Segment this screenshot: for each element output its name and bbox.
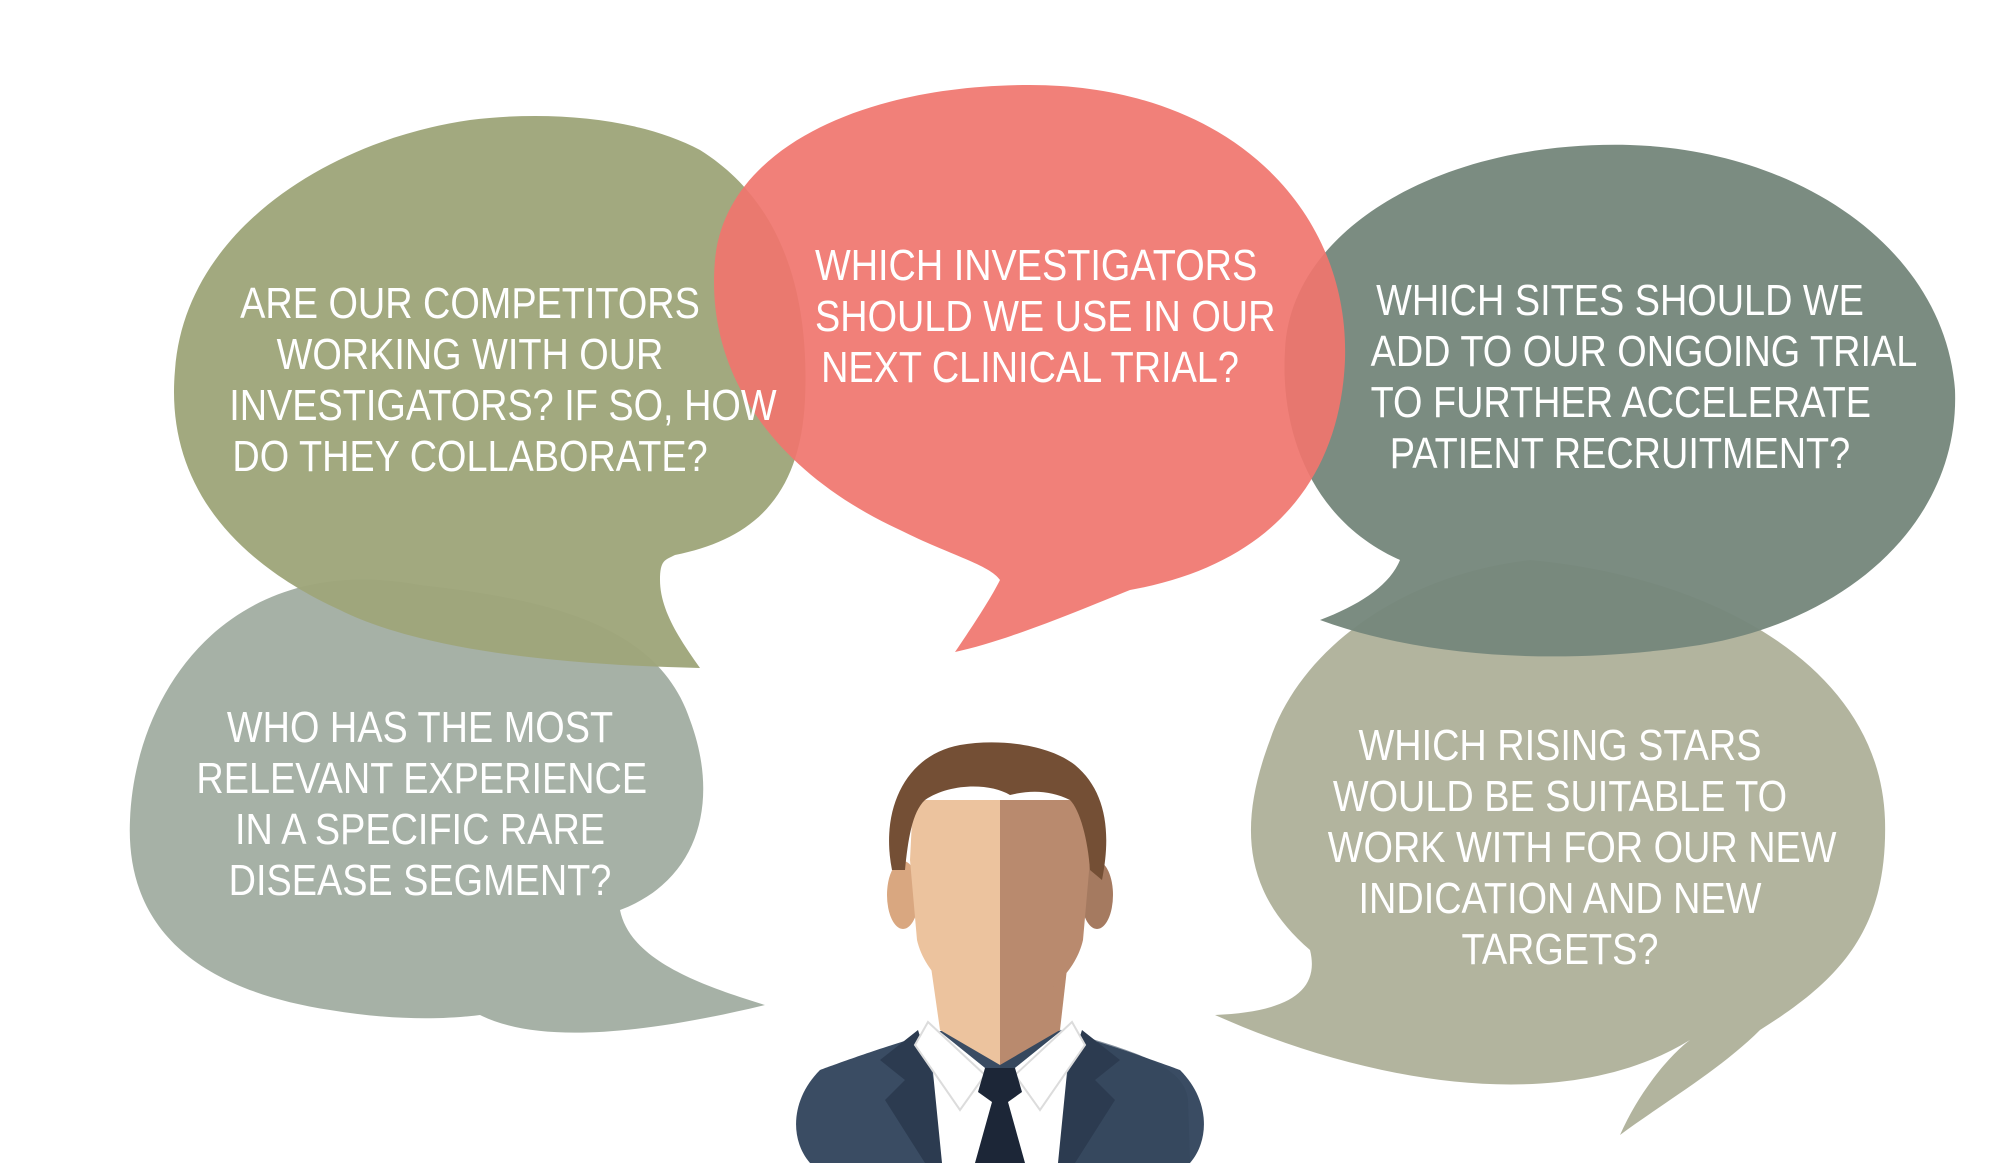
face (910, 800, 1000, 1010)
text-line: WHICH RISING STARS (1358, 721, 1762, 770)
text-line: WHO HAS THE MOST (226, 703, 614, 752)
bubble-competitors (173, 115, 806, 669)
text-line: WORK WITH FOR OUR NEW (1327, 823, 1837, 872)
bubble-text-rising-stars: WHICH RISING STARS WOULD BE SUITABLE TO … (1327, 720, 1837, 975)
text-line: DO THEY COLLABORATE? (232, 432, 708, 481)
text-line: TARGETS? (1461, 925, 1659, 974)
text-line: NEXT CLINICAL TRIAL? (821, 343, 1239, 392)
text-line: ADD TO OUR ONGOING TRIAL (1370, 327, 1918, 376)
bubble-text-sites: WHICH SITES SHOULD WE ADD TO OUR ONGOING… (1370, 275, 1918, 479)
text-line: SHOULD WE USE IN OUR (815, 292, 1276, 341)
text-line: WORKING WITH OUR (276, 330, 664, 379)
text-line: WHICH SITES SHOULD WE (1376, 276, 1864, 325)
bubble-investigators (713, 85, 1346, 652)
text-line: PATIENT RECRUITMENT? (1389, 429, 1851, 478)
text-line: TO FURTHER ACCELERATE (1370, 378, 1872, 427)
bubble-experience (129, 579, 765, 1033)
hair (889, 742, 1107, 880)
bubble-text-competitors: ARE OUR COMPETITORS WORKING WITH OUR INV… (229, 278, 777, 482)
text-line: DISEASE SEGMENT? (228, 856, 612, 905)
text-line: ARE OUR COMPETITORS (240, 279, 700, 328)
text-line: WOULD BE SUITABLE TO (1332, 772, 1788, 821)
text-line: INDICATION AND NEW (1358, 874, 1762, 923)
bubble-sites (1284, 144, 1956, 657)
tie (975, 1068, 1025, 1163)
person-illustration (796, 742, 1204, 1163)
bubble-text-investigators: WHICH INVESTIGATORS SHOULD WE USE IN OUR… (815, 240, 1276, 393)
bubble-text-experience: WHO HAS THE MOST RELEVANT EXPERIENCE IN … (196, 702, 648, 906)
text-line: WHICH INVESTIGATORS (815, 241, 1258, 290)
text-line: IN A SPECIFIC RARE (234, 805, 606, 854)
text-line: INVESTIGATORS? IF SO, HOW (229, 381, 777, 430)
bubble-rising-stars (1215, 560, 1886, 1135)
text-line: RELEVANT EXPERIENCE (196, 754, 648, 803)
